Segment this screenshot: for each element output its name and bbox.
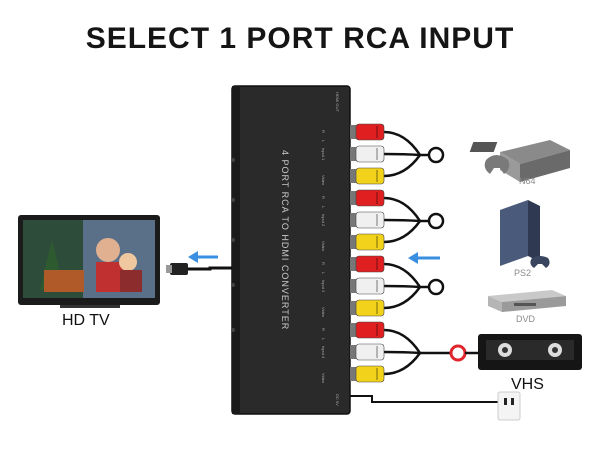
port-label-1: Input 1 — [321, 148, 326, 161]
rca-plug — [355, 167, 385, 185]
rca-plug — [355, 145, 385, 163]
rca-plug — [355, 321, 385, 339]
rca-wire — [383, 196, 422, 222]
rca-wire — [383, 152, 421, 157]
rca-jack — [350, 345, 358, 359]
rca-group-3 — [350, 255, 445, 317]
rca-plug — [355, 277, 385, 295]
input-arrow-icon — [408, 252, 440, 264]
rca-plug — [355, 211, 385, 229]
dvd-label: DVD — [516, 314, 536, 324]
hd-tv — [18, 215, 160, 308]
rca-plug-ridge — [376, 280, 378, 292]
hdmi-arrow-icon — [188, 251, 218, 263]
port-1-ch-video: Video — [321, 175, 326, 186]
rca-plug-ridge — [376, 302, 378, 314]
rca-group-4 — [350, 321, 478, 383]
rca-jack — [350, 257, 358, 271]
rca-plug-ridge — [376, 170, 378, 182]
rca-jack — [350, 213, 358, 227]
rca-jack — [350, 279, 358, 293]
rca-plug-ridge — [376, 368, 378, 380]
port-2-ch-r: R — [321, 196, 326, 199]
rca-plug-ridge — [376, 258, 378, 270]
rca-plug-ridge — [376, 324, 378, 336]
rca-wire — [383, 284, 421, 289]
vhs-label: VHS — [511, 376, 544, 393]
rca-wire — [383, 218, 421, 223]
port-2-ch-l: L — [321, 206, 326, 209]
converter-label: 4 PORT RCA TO HDMI CONVERTER — [280, 150, 290, 330]
rca-wire — [383, 262, 422, 288]
port-1-ch-r: R — [321, 130, 326, 133]
page-title: SELECT 1 PORT RCA INPUT — [85, 22, 515, 55]
rca-wire — [383, 328, 422, 354]
vhs-tape — [478, 334, 582, 370]
rca-plug-ridge — [376, 346, 378, 358]
port-2-ch-video: Video — [321, 241, 326, 252]
port-label-4: Input 4 — [321, 346, 326, 359]
n64-label: N64 — [519, 176, 536, 186]
tv-label: HD TV — [62, 312, 110, 329]
rca-plug — [355, 365, 385, 383]
rca-plug — [355, 299, 385, 317]
rca-jack — [350, 235, 358, 249]
rca-plug-ridge — [376, 236, 378, 248]
rca-wire — [383, 350, 421, 355]
port-4-ch-r: R — [321, 328, 326, 331]
converter-box — [231, 85, 351, 415]
dc-label: DC 5V — [335, 394, 340, 406]
rca-group-2 — [350, 189, 445, 251]
port-4-ch-l: L — [321, 338, 326, 341]
rca-plug — [355, 123, 385, 141]
hdmi-cable — [166, 263, 232, 275]
ps2-label: PS2 — [514, 268, 532, 278]
rca-jack — [350, 169, 358, 183]
ps2-console — [500, 200, 550, 268]
selected-input-ring — [449, 344, 467, 362]
rca-plug-ridge — [376, 192, 378, 204]
port-4-ch-video: Video — [321, 373, 326, 384]
port-label-3: Input 3 — [321, 280, 326, 293]
power-cable — [350, 391, 521, 421]
rca-jack — [350, 147, 358, 161]
n64-console — [469, 140, 570, 182]
rca-wire — [383, 130, 422, 156]
port-label-2: Input 2 — [321, 214, 326, 227]
rca-wire — [383, 154, 422, 178]
rca-jack — [350, 301, 358, 315]
rca-jack — [350, 125, 358, 139]
rca-group-1 — [350, 123, 445, 185]
rca-plug — [355, 189, 385, 207]
rca-wire — [383, 220, 422, 244]
rca-plug-ridge — [376, 126, 378, 138]
hdmi-out-label: HDMI OUT — [335, 92, 340, 112]
rca-jack — [350, 191, 358, 205]
rca-cable-loop — [427, 212, 445, 230]
rca-plug-ridge — [376, 148, 378, 160]
rca-cable-loop — [427, 278, 445, 296]
port-3-ch-l: L — [321, 272, 326, 275]
dvd-player — [488, 290, 566, 312]
rca-wire — [383, 352, 422, 376]
rca-wire — [383, 286, 422, 310]
port-3-ch-video: Video — [321, 307, 326, 318]
rca-jack — [350, 367, 358, 381]
rca-plug-groups — [350, 123, 478, 383]
rca-plug — [355, 343, 385, 361]
rca-plug-ridge — [376, 214, 378, 226]
port-1-ch-l: L — [321, 140, 326, 143]
rca-jack — [350, 323, 358, 337]
rca-plug — [355, 255, 385, 273]
port-3-ch-r: R — [321, 262, 326, 265]
rca-cable-loop — [427, 146, 445, 164]
rca-plug — [355, 233, 385, 251]
